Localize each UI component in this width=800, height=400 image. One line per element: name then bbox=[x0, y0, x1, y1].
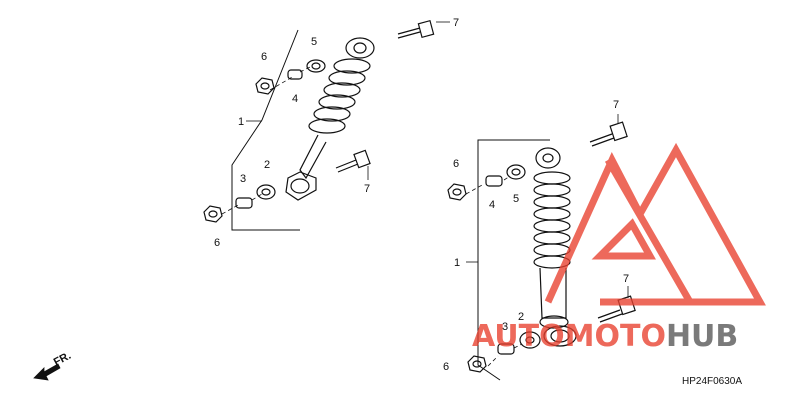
left-callout-2: 2 bbox=[264, 159, 270, 171]
right-nut-6b bbox=[467, 355, 487, 373]
right-bushing-5 bbox=[506, 164, 526, 180]
front-direction-indicator: FR. bbox=[33, 350, 73, 381]
left-damper-tube bbox=[299, 134, 327, 180]
right-callout-7a: 7 bbox=[613, 99, 619, 111]
left-collar-4 bbox=[287, 69, 303, 80]
drawing-code: HP24F0630A bbox=[682, 376, 742, 387]
left-collar-3 bbox=[235, 197, 253, 209]
right-damper-body bbox=[539, 267, 567, 319]
right-collar-3 bbox=[497, 343, 515, 355]
left-callout-7b: 7 bbox=[364, 183, 370, 195]
right-lower-eye bbox=[543, 325, 577, 347]
left-callout-6a: 6 bbox=[261, 51, 267, 63]
left-assembly-bracket bbox=[231, 29, 300, 231]
left-callout-6b: 6 bbox=[214, 237, 220, 249]
left-callout-4: 4 bbox=[292, 93, 298, 105]
left-callout-3: 3 bbox=[240, 173, 246, 185]
right-nut-6a bbox=[447, 183, 467, 201]
left-bushing-5 bbox=[306, 59, 326, 73]
watermark-logo: AUTOMOTOHUB bbox=[472, 142, 766, 354]
right-collar-4 bbox=[485, 175, 503, 187]
left-callout-1: 1 bbox=[238, 116, 244, 128]
right-spring bbox=[533, 171, 571, 269]
left-bushing-2 bbox=[256, 184, 276, 200]
left-callout-7a: 7 bbox=[453, 17, 459, 29]
left-callouts: 1 2 3 4 5 6 6 7 7 bbox=[214, 17, 459, 249]
right-assembly-bracket bbox=[477, 139, 550, 381]
right-callout-3: 3 bbox=[502, 321, 508, 333]
watermark-text-hub: HUB bbox=[666, 319, 738, 354]
right-callouts: 1 2 3 4 5 6 6 7 7 bbox=[443, 99, 629, 373]
left-callout-5: 5 bbox=[311, 36, 317, 48]
right-callout-6a: 6 bbox=[453, 158, 459, 170]
right-callout-1: 1 bbox=[454, 257, 460, 269]
right-callout-6b: 6 bbox=[443, 361, 449, 373]
left-nut-6a bbox=[255, 77, 275, 95]
left-shock-assembly bbox=[203, 19, 450, 231]
front-direction-label: FR. bbox=[52, 350, 73, 369]
left-nut-6b bbox=[203, 205, 223, 223]
front-arrow-icon bbox=[33, 363, 61, 381]
watermark-text-auto: AUTOMOTO bbox=[472, 319, 666, 354]
right-bolt-7a bbox=[589, 114, 628, 147]
right-bushing-2 bbox=[519, 331, 541, 349]
watermark-text: AUTOMOTOHUB bbox=[472, 319, 738, 354]
left-bolt-7b bbox=[335, 149, 371, 180]
left-bolt-7a bbox=[397, 19, 450, 39]
right-callout-4: 4 bbox=[489, 199, 495, 211]
watermark-triangle-icon bbox=[544, 142, 766, 306]
left-lower-eye bbox=[285, 171, 317, 201]
right-callout-5: 5 bbox=[513, 193, 519, 205]
right-callout-2: 2 bbox=[518, 311, 524, 323]
left-spring bbox=[308, 37, 375, 134]
right-callout-7b: 7 bbox=[623, 273, 629, 285]
